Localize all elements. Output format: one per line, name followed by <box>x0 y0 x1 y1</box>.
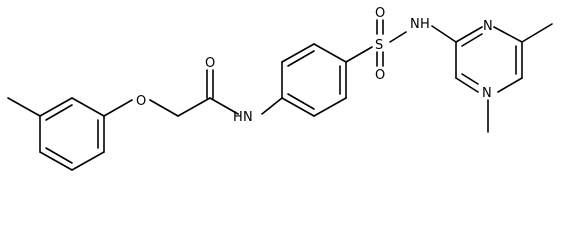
sulfonyl-oxygen-bottom-label: O <box>375 68 385 83</box>
sulfonamide-pyrimidine-bond <box>431 25 457 43</box>
ether-oxygen-label: O <box>136 94 146 109</box>
sulfonamide-nitrogen-label: N <box>410 17 420 32</box>
aryl-ether-bond <box>103 99 133 117</box>
sulfonamide-hydrogen-label: H <box>420 17 430 32</box>
central-benzene-ring <box>281 43 347 117</box>
sulfur-nitrogen-bond <box>389 31 407 43</box>
amide-nitrogen-label: N <box>243 110 253 125</box>
carbonyl-oxygen-label: O <box>205 56 215 71</box>
ether-ch2-bond <box>149 99 179 117</box>
molecule-diagram: O O N H S O O N H N N <box>7 6 553 171</box>
sulfur-label: S <box>375 38 383 53</box>
amide-hydrogen-label: H <box>233 110 243 125</box>
amide-aryl-bond <box>261 97 283 115</box>
pyrimidine-n-bottom-label: N <box>482 86 492 101</box>
tolyl-methyl-bond <box>7 97 41 117</box>
carbonyl-amide-bond <box>209 97 239 115</box>
sulfonyl-oxygen-top-label: O <box>375 6 385 21</box>
aryl-sulfur-bond <box>345 46 373 63</box>
pyrimidine-n-top-label: N <box>483 19 493 34</box>
tolyl-ring <box>39 97 105 171</box>
pyrimidine-ring <box>455 26 523 93</box>
ch2-carbonyl-bond <box>177 97 211 117</box>
pyrimidine-methyl-top-bond <box>521 23 553 43</box>
